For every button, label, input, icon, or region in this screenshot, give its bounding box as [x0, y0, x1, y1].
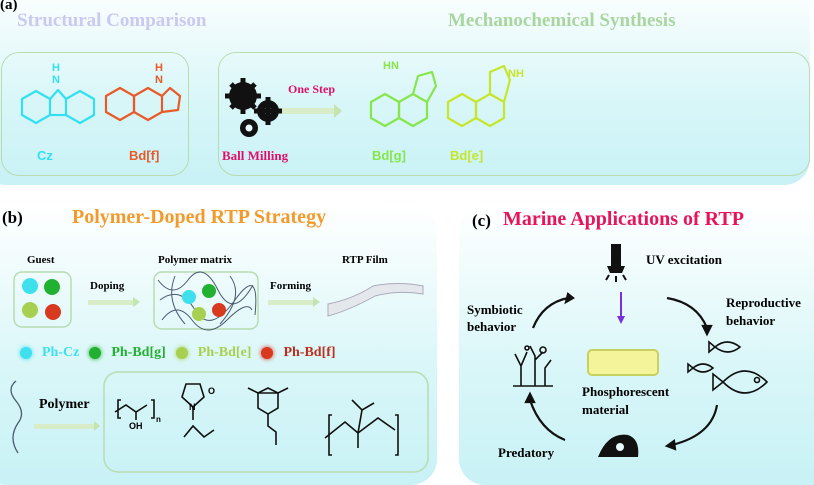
synthesis-box [218, 52, 810, 176]
panel-b-title: Polymer-Doped RTP Strategy [72, 206, 327, 228]
nh-label-bdf: H N [155, 62, 163, 86]
marine-cycle-graphic [513, 244, 769, 457]
polymer-label: Polymer [39, 397, 90, 412]
nh-label-bde: NH [508, 68, 524, 80]
legend-label-ph-bdg: Ph-Bd[g] [111, 345, 166, 360]
uv-arrow-icon [617, 292, 625, 324]
material-label-1: Phosphorescent [582, 384, 670, 399]
bdf-label: Bd[f] [129, 148, 160, 163]
legend-swatch-ph-bde [175, 347, 188, 359]
bde-molecule [446, 64, 512, 128]
cz-structure [20, 64, 512, 137]
o-label: O [208, 386, 216, 396]
ball-milling-label: Ball Milling [222, 148, 289, 163]
ball-milling-gears-icon [225, 78, 282, 137]
legend-label-ph-bde: Ph-Bd[e] [197, 345, 252, 360]
nh-label-bdg: HN [383, 60, 399, 72]
nh-label-cz: H N [52, 62, 60, 86]
oh-label: OH [129, 421, 143, 431]
legend-swatch-ph-cz [20, 347, 32, 359]
cz-label: Cz [37, 148, 53, 163]
legend-swatch-ph-bdf [261, 347, 274, 359]
bdg-molecule [369, 70, 438, 128]
coral-reef-icon [513, 345, 553, 387]
uv-excitation-label: UV excitation [646, 252, 722, 267]
cz-molecule [20, 88, 96, 125]
panel-c-title: Marine Applications of RTP [503, 208, 744, 230]
panel-b [0, 205, 437, 485]
structural-comparison-title: Structural Comparison [17, 10, 207, 31]
bde-label: Bd[e] [450, 148, 484, 163]
material-label-2: material [582, 402, 629, 417]
n-label: N [189, 402, 196, 412]
reproductive-label-2: behavior [726, 313, 776, 328]
guest-label: Guest [27, 254, 55, 266]
legend-swatch-ph-bdg [89, 347, 102, 359]
one-step-arrow-icon [282, 104, 342, 118]
phosphorescent-material-icon [587, 349, 659, 376]
n-subscript-label: n [156, 415, 161, 424]
polymer-matrix-label: Polymer matrix [158, 254, 233, 266]
polymer-structures [114, 383, 399, 456]
panel-b-label: (b) [2, 208, 23, 227]
legend-label-ph-bdf: Ph-Bd[f] [283, 345, 336, 360]
doping-process-graphic [10, 271, 429, 473]
one-step-label: One Step [288, 82, 336, 96]
bdg-label: Bd[g] [372, 148, 406, 163]
polymer-chain-icon [10, 380, 23, 454]
cycle-arrows [524, 292, 719, 451]
legend-label-ph-cz: Ph-Cz [42, 345, 80, 360]
symbiotic-label-2: behavior [467, 319, 517, 334]
bdf-molecule [104, 86, 182, 122]
panel-a [0, 0, 810, 185]
legend: Ph-Cz Ph-Bd[g] Ph-Bd[e] Ph-Bd[f] [20, 345, 336, 361]
mechanochemical-synthesis-title: Mechanochemical Synthesis [448, 10, 676, 31]
uv-lamp-icon [605, 244, 627, 282]
forming-label: Forming [270, 280, 311, 292]
panel-c-label: (c) [472, 211, 491, 230]
predatory-label: Predatory [498, 445, 555, 460]
panel-c [459, 205, 814, 485]
rtp-film-label: RTP Film [342, 254, 388, 266]
structural-comparison-box [1, 52, 189, 176]
anglerfish-icon [598, 434, 639, 457]
symbiotic-label-1: Symbiotic [467, 302, 523, 317]
doping-label: Doping [90, 280, 125, 292]
fish-icons [687, 340, 769, 394]
panel-a-label: (a) [0, 0, 18, 13]
reproductive-label-1: Reproductive [726, 295, 801, 310]
